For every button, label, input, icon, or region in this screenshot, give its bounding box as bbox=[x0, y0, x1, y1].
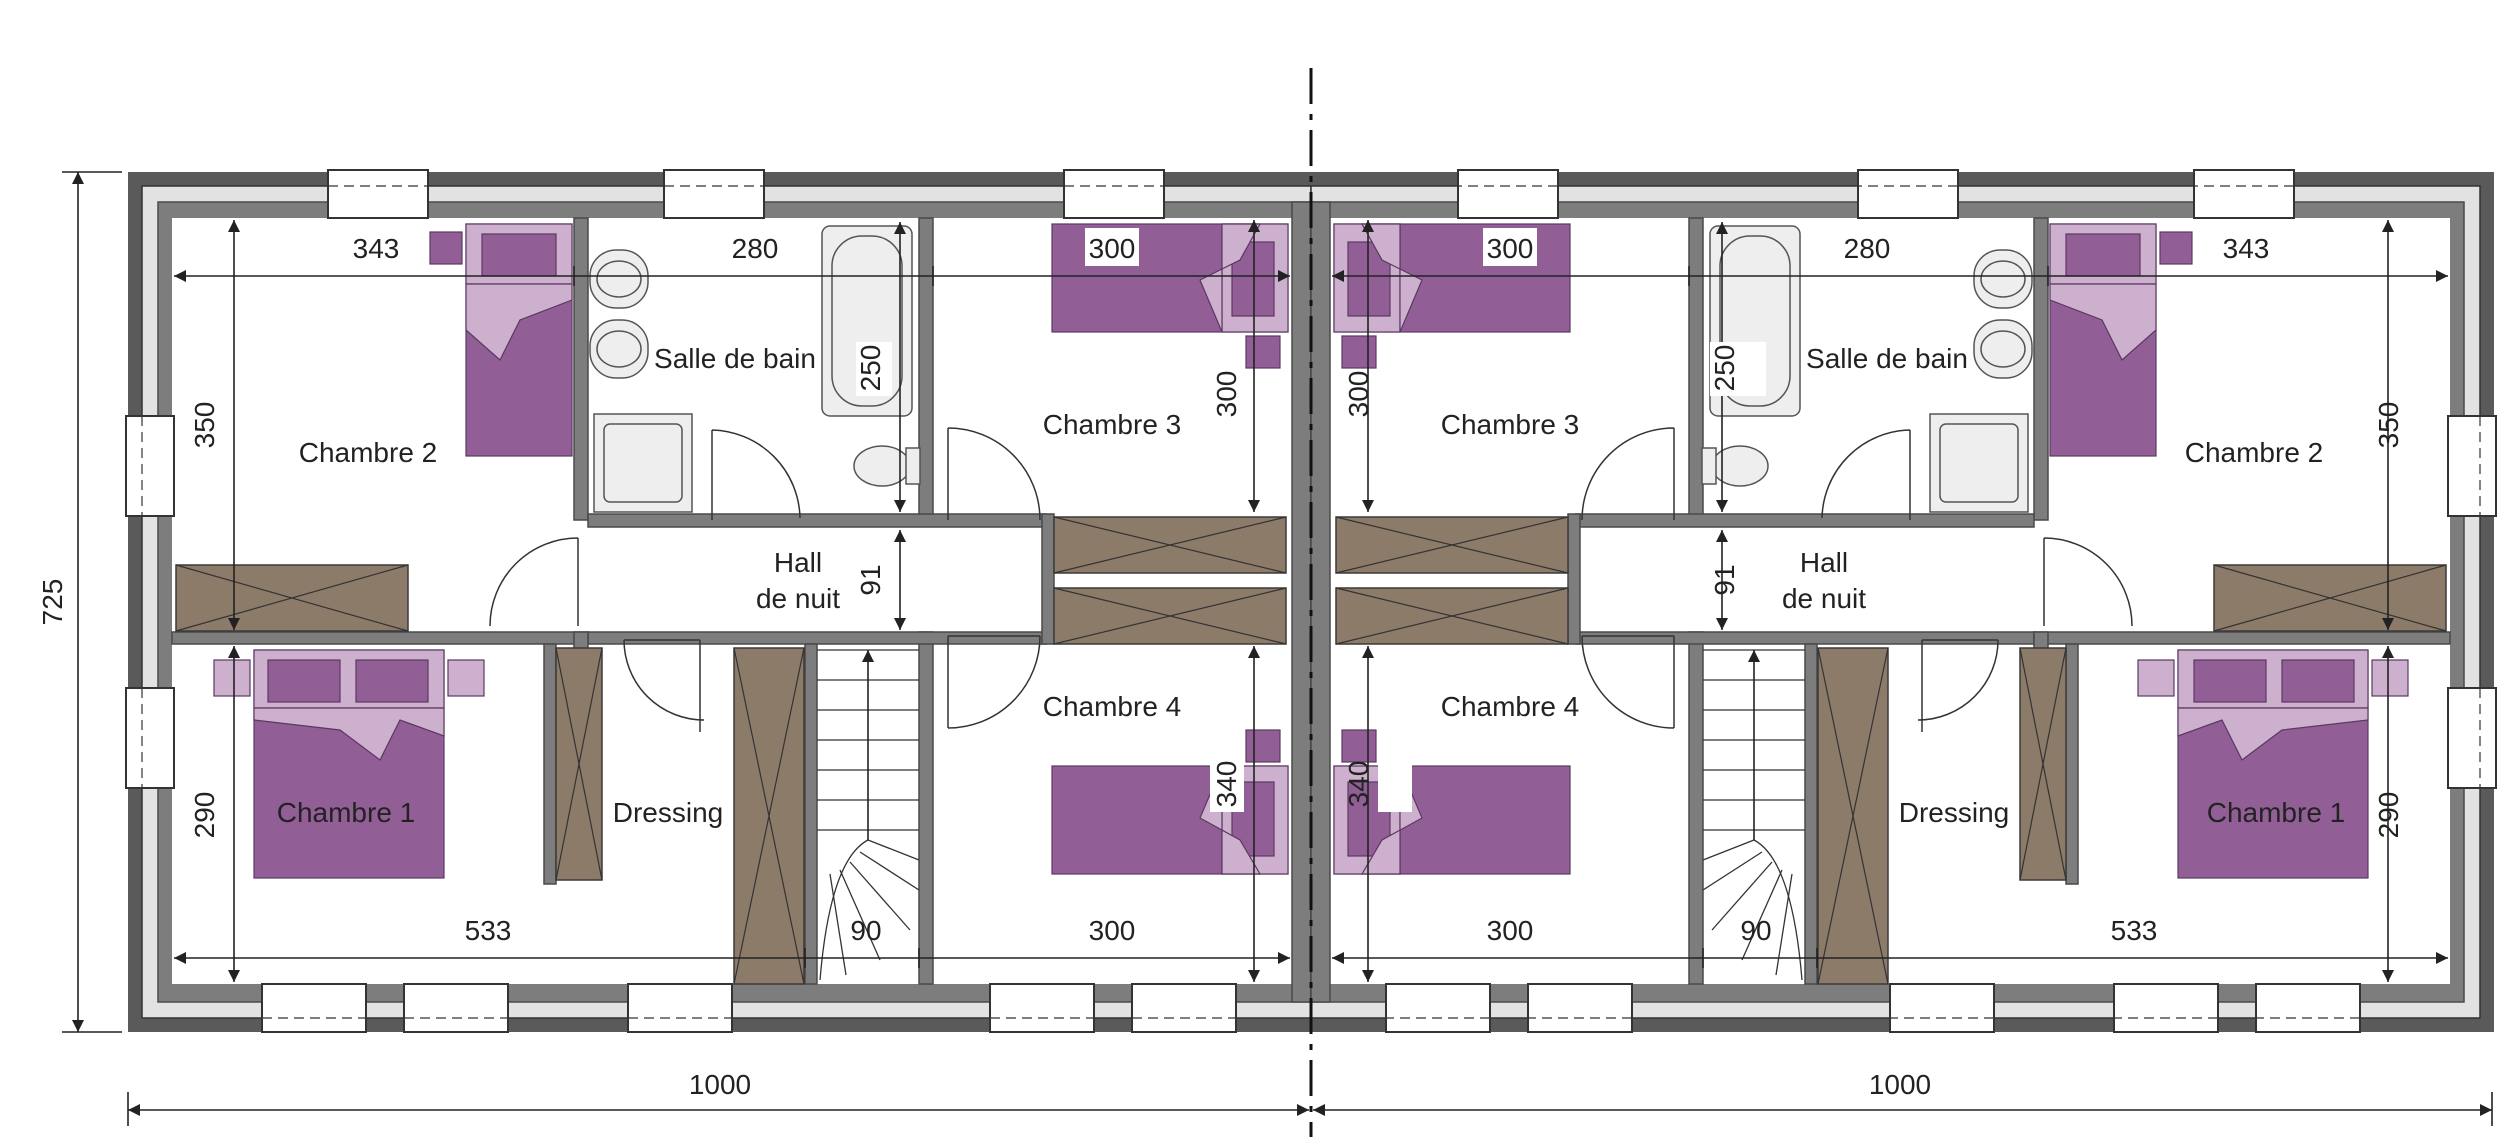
dim-chambre-1-depth-right: 290 bbox=[2373, 792, 2404, 839]
dim-chambre-2-width-right: 343 bbox=[2223, 233, 2270, 264]
dim-half-width-left: 1000 bbox=[689, 1069, 751, 1100]
dim-bath-width-left: 280 bbox=[732, 233, 779, 264]
dim-chambre-3-width-right: 300 bbox=[1487, 233, 1534, 264]
label-hall-2-right: de nuit bbox=[1782, 583, 1866, 614]
dim-bath-tub-length-right: 250 bbox=[1709, 345, 1740, 392]
label-dressing-left: Dressing bbox=[613, 797, 723, 828]
label-chambre-3-left: Chambre 3 bbox=[1043, 409, 1182, 440]
dim-chambre-3-depth-right: 300 bbox=[1343, 371, 1374, 418]
dim-chambre-3-width-left: 300 bbox=[1089, 233, 1136, 264]
dim-chambre-3-depth-left: 300 bbox=[1211, 371, 1242, 418]
dim-chambre-1-width-left: 533 bbox=[465, 915, 512, 946]
label-chambre-1-left: Chambre 1 bbox=[277, 797, 416, 828]
dim-overall-height-label: 725 bbox=[37, 579, 68, 626]
label-chambre-2-right: Chambre 2 bbox=[2185, 437, 2324, 468]
dim-hall-depth-left: 91 bbox=[855, 564, 886, 595]
label-chambre-3-right: Chambre 3 bbox=[1441, 409, 1580, 440]
dim-hall-depth-right: 91 bbox=[1709, 564, 1740, 595]
label-chambre-4-left: Chambre 4 bbox=[1043, 691, 1182, 722]
label-salle-de-bain-right: Salle de bain bbox=[1806, 343, 1968, 374]
dim-bath-width-right: 280 bbox=[1844, 233, 1891, 264]
dim-bath-tub-length-left: 250 bbox=[855, 345, 886, 392]
dwelling-left bbox=[126, 170, 1311, 1032]
dwelling-right-labels: Chambre 2 Salle de bain Chambre 3 Hall d… bbox=[1343, 228, 2404, 946]
label-chambre-1-right: Chambre 1 bbox=[2207, 797, 2346, 828]
dim-overall-width: 1000 1000 bbox=[127, 1069, 2493, 1126]
dim-chambre-4-width-right: 300 bbox=[1487, 915, 1534, 946]
label-hall-1-right: Hall bbox=[1800, 547, 1848, 578]
dim-chambre-1-width-right: 533 bbox=[2111, 915, 2158, 946]
dim-chambre-2-width-left: 343 bbox=[353, 233, 400, 264]
dim-stair-width-left: 90 bbox=[850, 915, 881, 946]
dim-chambre-4-width-left: 300 bbox=[1089, 915, 1136, 946]
label-chambre-2-left: Chambre 2 bbox=[299, 437, 438, 468]
label-dressing-right: Dressing bbox=[1899, 797, 2009, 828]
dim-chambre-4-depth-right: 340 bbox=[1343, 761, 1374, 808]
dim-chambre-4-depth-left: 340 bbox=[1211, 761, 1242, 808]
dim-stair-width-right: 90 bbox=[1740, 915, 1771, 946]
dim-chambre-2-depth-right: 350 bbox=[2373, 402, 2404, 449]
dim-overall-height: 725 bbox=[37, 171, 122, 1033]
dim-chambre-1-depth-left: 290 bbox=[189, 792, 220, 839]
dim-chambre-2-depth-left: 350 bbox=[189, 402, 220, 449]
label-salle-de-bain-left: Salle de bain bbox=[654, 343, 816, 374]
label-hall-1-left: Hall bbox=[774, 547, 822, 578]
label-chambre-4-right: Chambre 4 bbox=[1441, 691, 1580, 722]
dim-half-width-right: 1000 bbox=[1869, 1069, 1931, 1100]
dwelling-right bbox=[1311, 170, 2496, 1032]
label-hall-2-left: de nuit bbox=[756, 583, 840, 614]
